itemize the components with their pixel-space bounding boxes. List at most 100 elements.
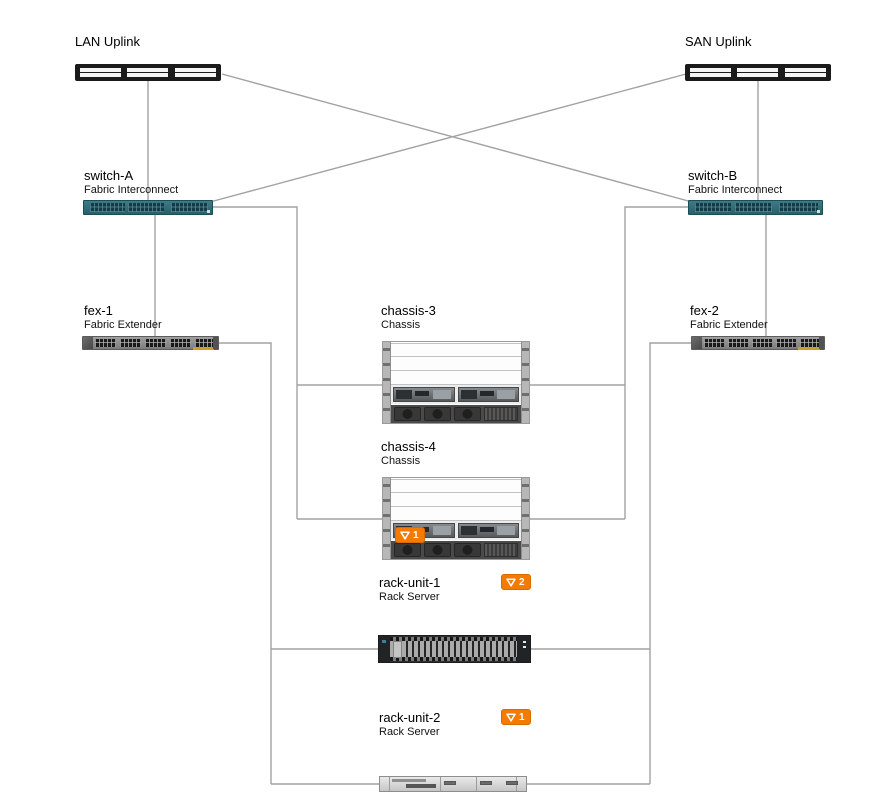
node-title[interactable]: fex-1: [84, 303, 113, 318]
node-rack-unit-1-label: rack-unit-1 Rack Server: [379, 575, 440, 604]
chassis-3-device-icon[interactable]: [382, 341, 530, 424]
amber-label-strip: [798, 347, 820, 350]
drive-latch-row: [390, 657, 517, 661]
fan-module-icon: [454, 407, 481, 421]
fan-module-icon: [424, 543, 451, 557]
node-subtitle: Fabric Extender: [84, 319, 162, 331]
drive-handle: [444, 781, 456, 785]
node-subtitle: Rack Server: [379, 591, 440, 603]
uplink-port: [127, 68, 168, 77]
node-chassis-3-label: chassis-3 Chassis: [381, 303, 436, 332]
node-lan-uplink-label: LAN Uplink: [75, 34, 140, 49]
node-subtitle: Rack Server: [379, 726, 440, 738]
chassis-rail: [383, 342, 391, 423]
link-switch-b-chassis-trunk: [624, 206, 688, 519]
panel-divider: [476, 777, 477, 791]
fan-module-icon: [454, 543, 481, 557]
node-switch-a-label: switch-A Fabric Interconnect: [84, 168, 178, 197]
drive-bay-array: [390, 637, 517, 661]
drive-tray: [406, 784, 436, 788]
fex-1-device-icon[interactable]: [82, 336, 219, 350]
uplink-port: [175, 68, 216, 77]
node-title[interactable]: rack-unit-2: [379, 710, 441, 725]
fault-badge[interactable]: 2: [501, 574, 531, 590]
uplink-port: [80, 68, 121, 77]
fabric-interconnect-b-icon[interactable]: [688, 200, 823, 215]
port-group: [95, 339, 116, 347]
amber-label-strip: [193, 347, 214, 350]
node-title[interactable]: chassis-4: [381, 439, 436, 454]
panel-divider: [440, 777, 441, 791]
fault-badge[interactable]: 1: [395, 527, 425, 543]
empty-blade-slot: [391, 357, 521, 371]
fex-end-cap: [83, 337, 93, 349]
empty-blade-slot: [391, 507, 521, 521]
status-led: [207, 210, 210, 213]
port-group: [735, 203, 772, 212]
fex-end-cap: [819, 337, 824, 349]
fabric-interconnect-a-icon[interactable]: [83, 200, 213, 215]
rack-unit-2-device-icon[interactable]: [379, 776, 527, 792]
empty-blade-slot: [391, 371, 521, 385]
drive-latch-row: [390, 637, 517, 641]
node-title[interactable]: switch-B: [688, 168, 738, 183]
node-fex-1-label: fex-1 Fabric Extender: [84, 303, 162, 332]
uplink-port: [785, 68, 826, 77]
port-group: [120, 339, 141, 347]
port-group: [128, 203, 164, 212]
port-group: [800, 339, 820, 347]
port-group: [695, 203, 731, 212]
port-group: [195, 339, 214, 347]
fault-count: 1: [519, 711, 525, 723]
fex-2-device-icon[interactable]: [691, 336, 825, 350]
node-title[interactable]: LAN Uplink: [75, 34, 141, 49]
chassis-rail: [383, 478, 391, 559]
warning-triangle-icon: [400, 530, 410, 540]
link-switch-a-chassis-trunk: [213, 206, 298, 519]
fex-end-cap: [213, 337, 218, 349]
chassis-4-device-icon[interactable]: [382, 477, 530, 560]
uplink-port: [737, 68, 778, 77]
link-fex-1-rack-trunk: [219, 342, 272, 784]
san-uplink-device-icon[interactable]: [685, 64, 831, 81]
node-fex-2-label: fex-2 Fabric Extender: [690, 303, 768, 332]
fault-badge[interactable]: 1: [501, 709, 531, 725]
node-rack-unit-2-label: rack-unit-2 Rack Server: [379, 710, 440, 739]
chassis-rail: [521, 478, 529, 559]
node-subtitle: Chassis: [381, 319, 421, 331]
vent-grille: [484, 407, 518, 421]
link-fex-2-rack-trunk: [649, 342, 691, 784]
port-group: [752, 339, 772, 347]
server-end-cap: [379, 636, 390, 662]
fan-module-icon: [424, 407, 451, 421]
port-group: [90, 203, 125, 212]
warning-triangle-icon: [506, 577, 516, 587]
lan-uplink-device-icon[interactable]: [75, 64, 221, 81]
node-title[interactable]: chassis-3: [381, 303, 436, 318]
port-group: [171, 203, 208, 212]
vent-grille: [484, 543, 518, 557]
node-subtitle: Fabric Extender: [690, 319, 768, 331]
link-lan-switch-b: [221, 73, 693, 203]
empty-blade-slot: [391, 479, 521, 493]
blade-server-icon[interactable]: [457, 387, 519, 402]
rack-unit-1-device-icon[interactable]: [378, 635, 531, 663]
node-subtitle: Chassis: [381, 455, 421, 467]
node-title[interactable]: fex-2: [690, 303, 719, 318]
node-title[interactable]: rack-unit-1: [379, 575, 441, 590]
uplink-port: [690, 68, 731, 77]
node-title[interactable]: SAN Uplink: [685, 34, 752, 49]
front-label: [392, 779, 426, 782]
node-title[interactable]: switch-A: [84, 168, 134, 183]
port-group: [776, 339, 796, 347]
port-group: [145, 339, 166, 347]
blade-server-icon[interactable]: [457, 523, 519, 538]
wide-drive-bay: [393, 641, 402, 658]
fault-count: 2: [519, 576, 525, 588]
node-subtitle: Fabric Interconnect: [688, 184, 783, 196]
blade-server-icon[interactable]: [393, 387, 455, 402]
port-group: [779, 203, 818, 212]
empty-blade-slot: [391, 343, 521, 357]
drive-handle: [480, 781, 492, 785]
